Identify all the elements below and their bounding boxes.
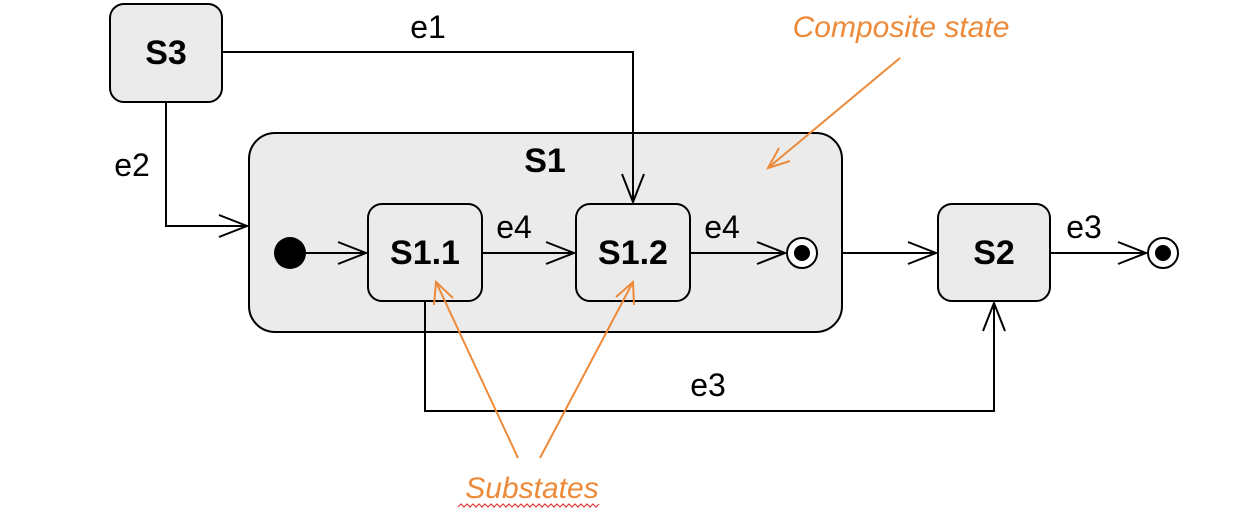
transition-s1-to-s2 bbox=[842, 241, 939, 265]
state-s2-label: S2 bbox=[973, 234, 1015, 272]
transition-s3-to-s1-2 bbox=[222, 51, 645, 205]
annotation-substates-arrow-left bbox=[433, 279, 519, 459]
transition-initial-to-s1-1 bbox=[306, 241, 369, 265]
annotation-composite-state: Composite state bbox=[793, 11, 1010, 44]
transition-label-e4-first: e4 bbox=[496, 209, 532, 245]
final-state-top bbox=[1147, 237, 1179, 269]
substate-s1-2-label: S1.2 bbox=[598, 234, 668, 272]
transition-label-e4-second: e4 bbox=[704, 209, 740, 245]
transition-label-e1: e1 bbox=[410, 9, 446, 45]
transition-label-e3-bottom: e3 bbox=[690, 367, 726, 403]
state-s3-label: S3 bbox=[145, 34, 187, 72]
composite-state-s1-label: S1 bbox=[524, 142, 566, 180]
transition-s3-to-s1 bbox=[165, 102, 250, 238]
substate-s1-1-label: S1.1 bbox=[390, 234, 460, 272]
annotation-composite-arrow bbox=[765, 57, 901, 170]
spellcheck-squiggle bbox=[457, 503, 600, 508]
annotation-substates-arrow-right bbox=[539, 279, 635, 459]
transition-s1-2-to-final bbox=[690, 241, 788, 265]
transition-s1-1-to-s2 bbox=[424, 300, 1006, 412]
transition-s1-1-to-s1-2 bbox=[482, 241, 577, 265]
initial-pseudostate bbox=[274, 237, 306, 269]
transition-label-e2: e2 bbox=[114, 147, 150, 183]
final-state-s1 bbox=[786, 237, 818, 269]
annotation-substates: Substates bbox=[465, 472, 598, 505]
transition-s2-to-final bbox=[1050, 241, 1149, 265]
transition-label-e3-right: e3 bbox=[1066, 209, 1102, 245]
